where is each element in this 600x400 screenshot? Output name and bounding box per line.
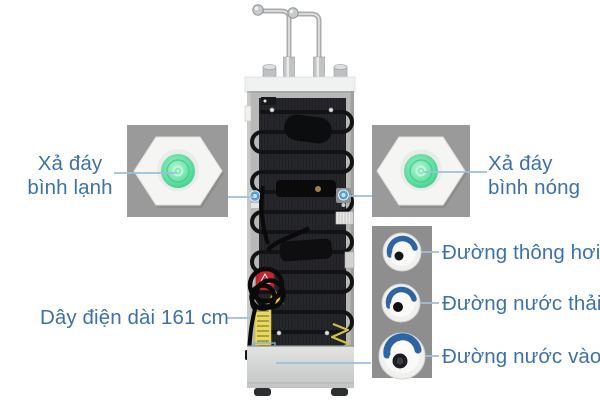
vent-port-label: Đường thông hơi [442, 241, 600, 264]
left-drain-fitting [249, 190, 261, 208]
hot-drain-callout [372, 125, 470, 217]
inlet-port-fitting [378, 332, 426, 380]
cold-drain-label: Xả đáy bình lạnh [18, 152, 122, 200]
right-grille [335, 211, 355, 269]
hot-drain-label: Xả đáy bình nóng [488, 152, 580, 200]
hot-drain-label-line2: bình nóng [488, 176, 581, 199]
cold-drain-label-line1: Xả đáy [37, 152, 103, 175]
leader-lines [114, 171, 487, 364]
cabinet-top [244, 76, 356, 93]
faucet-ball-right [287, 7, 299, 19]
right-drain-fitting [336, 188, 351, 207]
power-cord-label: Dây điện dài 161 cm [40, 306, 229, 329]
waste-port-fitting [381, 283, 421, 323]
ports-callout-panel [372, 226, 432, 380]
top-caps [262, 64, 348, 79]
faucet-pipes [252, 4, 325, 80]
mini-label [261, 97, 276, 105]
foot-left [254, 388, 271, 396]
spec-label [254, 305, 272, 346]
inlet-port-label: Đường nước vào [442, 345, 600, 368]
cold-drain-label-line2: bình lạnh [27, 176, 113, 199]
water-purifier-back [244, 4, 356, 396]
side-tab [244, 105, 252, 122]
foot-right [331, 388, 348, 396]
internal-components [276, 114, 336, 262]
base [247, 346, 354, 388]
hot-drain-label-line1: Xả đáy [488, 152, 553, 175]
waste-port-label: Đường nước thải [442, 292, 600, 315]
panel-screws [269, 107, 334, 336]
faucet-ball-left [252, 4, 264, 16]
vent-port-fitting [382, 232, 422, 272]
cold-drain-callout [127, 125, 228, 217]
